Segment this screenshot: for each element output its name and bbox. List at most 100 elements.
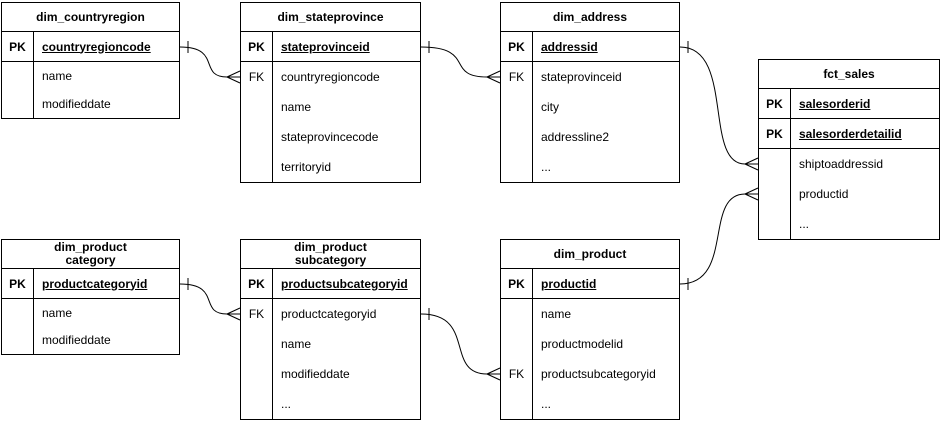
field-name: modifieddate <box>42 97 111 111</box>
table-key-rows: PK productsubcategoryid <box>241 269 420 299</box>
field-cell: name <box>273 329 420 359</box>
field-cell: stateprovincecode <box>273 122 420 152</box>
relation-dim_countryregion-dim_stateprovince[interactable] <box>179 41 241 84</box>
field-name: name <box>281 337 312 351</box>
table-key-rows: PK salesorderid PK salesorderdetailid <box>759 89 939 149</box>
key-badge <box>501 122 533 152</box>
table-row: modifieddate <box>2 90 179 118</box>
table-key-rows: PK productid <box>501 269 679 299</box>
field-cell: addressline2 <box>533 122 679 152</box>
field-name: countryregioncode <box>42 39 151 54</box>
table-row: name <box>2 62 179 90</box>
field-name: ... <box>541 160 552 174</box>
table-row: ... <box>501 389 679 419</box>
field-name: productid <box>799 187 849 201</box>
field-cell: name <box>533 299 679 329</box>
field-cell: modifieddate <box>273 359 420 389</box>
key-badge <box>2 326 34 354</box>
field-name: productsubcategoryid <box>281 276 408 291</box>
table-dim_productcategory[interactable]: dim_product category PK productcategoryi… <box>1 239 180 355</box>
table-row: name <box>2 299 179 327</box>
relation-dim_productcategory-dim_productsubcategory[interactable] <box>179 278 241 321</box>
table-row: addressline2 <box>501 122 679 152</box>
table-title: dim_address <box>501 3 679 32</box>
field-name: addressid <box>541 39 598 54</box>
relation-edge[interactable] <box>420 313 488 375</box>
relation-edge[interactable] <box>679 193 746 285</box>
key-badge <box>501 329 533 359</box>
key-badge: PK <box>501 269 533 298</box>
key-badge <box>241 122 273 152</box>
field-cell: name <box>34 299 179 327</box>
field-name: shiptoaddressid <box>799 157 884 171</box>
relation-dim_address-fct_sales[interactable] <box>679 41 759 171</box>
field-cell: productid <box>533 269 679 298</box>
table-row: PK salesorderid <box>759 89 939 119</box>
table-body-rows: FK stateprovinceid city addressline2 ... <box>501 62 679 182</box>
field-name: productmodelid <box>541 337 624 351</box>
table-row: name <box>241 329 420 359</box>
field-cell: countryregioncode <box>34 32 179 61</box>
cardinality-many-crowfoot <box>226 70 241 84</box>
table-row: modifieddate <box>241 359 420 389</box>
field-cell: productmodelid <box>533 329 679 359</box>
table-title: dim_product category <box>2 240 179 269</box>
table-row: FK countryregioncode <box>241 62 420 92</box>
key-badge: FK <box>501 62 533 92</box>
key-badge: FK <box>241 62 273 92</box>
field-cell: territoryid <box>273 152 420 182</box>
field-name: ... <box>799 217 810 231</box>
field-name: ... <box>281 397 292 411</box>
key-badge: FK <box>241 299 273 329</box>
table-row: PK countryregioncode <box>2 32 179 62</box>
relation-edge[interactable] <box>420 46 488 78</box>
relation-edge[interactable] <box>679 46 746 165</box>
relation-edge[interactable] <box>179 283 228 315</box>
table-dim_countryregion[interactable]: dim_countryregion PK countryregioncode n… <box>1 2 180 119</box>
table-row: productid <box>759 179 939 209</box>
field-cell: ... <box>533 389 679 419</box>
field-name: modifieddate <box>42 333 111 348</box>
table-row: territoryid <box>241 152 420 182</box>
relation-dim_stateprovince-dim_address[interactable] <box>420 41 501 84</box>
relation-dim_product-fct_sales[interactable] <box>679 187 759 290</box>
table-body-rows: name modifieddate <box>2 299 179 354</box>
relation-dim_productsubcategory-dim_product[interactable] <box>420 308 501 381</box>
field-cell: ... <box>791 209 939 239</box>
table-row: productmodelid <box>501 329 679 359</box>
field-cell: name <box>34 62 179 90</box>
table-title: dim_product <box>501 240 679 269</box>
table-row: FK productsubcategoryid <box>501 359 679 389</box>
table-dim_product[interactable]: dim_product PK productid name productmod… <box>500 239 680 420</box>
key-badge <box>2 90 34 118</box>
key-badge <box>2 299 34 327</box>
table-dim_stateprovince[interactable]: dim_stateprovince PK stateprovinceid FK … <box>240 2 421 183</box>
field-name: ... <box>541 397 552 411</box>
key-badge <box>241 92 273 122</box>
table-row: city <box>501 92 679 122</box>
key-badge: PK <box>759 119 791 148</box>
field-name: name <box>281 100 312 114</box>
field-name: territoryid <box>281 160 332 174</box>
relation-edge[interactable] <box>179 46 228 78</box>
field-cell: countryregioncode <box>273 62 420 92</box>
table-row: ... <box>501 152 679 182</box>
table-key-rows: PK addressid <box>501 32 679 62</box>
field-name: stateprovinceid <box>281 39 370 54</box>
table-fct_sales[interactable]: fct_sales PK salesorderid PK salesorderd… <box>758 59 940 240</box>
key-badge <box>759 149 791 179</box>
field-cell: ... <box>273 389 420 419</box>
table-dim_productsubcategory[interactable]: dim_product subcategory PK productsubcat… <box>240 239 421 420</box>
key-badge: PK <box>2 269 34 298</box>
field-name: name <box>42 305 73 320</box>
table-title: dim_stateprovince <box>241 3 420 32</box>
field-name: name <box>541 307 572 321</box>
field-cell: productid <box>791 179 939 209</box>
field-name: productcategoryid <box>42 276 148 291</box>
field-name: modifieddate <box>281 367 350 381</box>
table-key-rows: PK countryregioncode <box>2 32 179 62</box>
table-dim_address[interactable]: dim_address PK addressid FK stateprovinc… <box>500 2 680 183</box>
cardinality-many-crowfoot <box>744 187 759 201</box>
field-cell: shiptoaddressid <box>791 149 939 179</box>
field-name: city <box>541 100 559 114</box>
